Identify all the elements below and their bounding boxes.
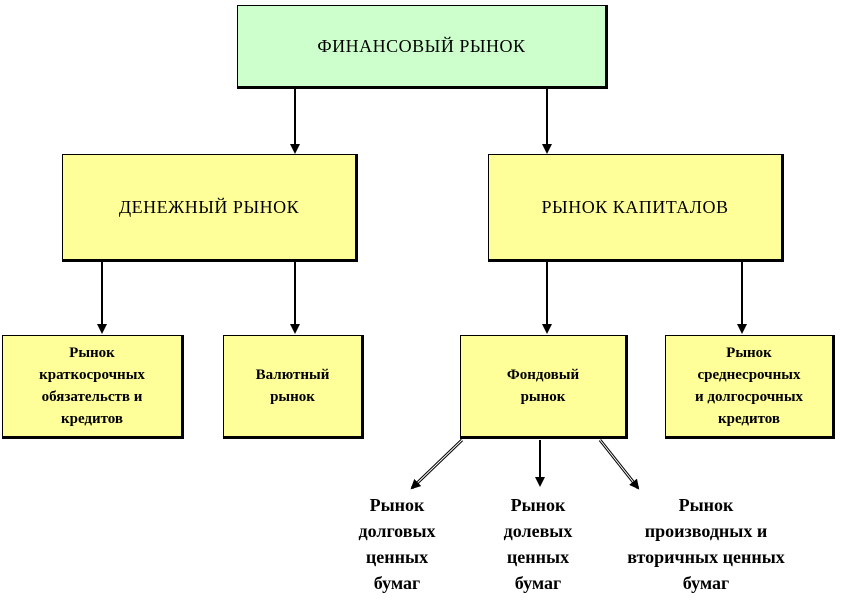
arrow-stock-to-derivatives-inner bbox=[599, 439, 640, 490]
node-capital-market-label: РЫНОК КАПИТАЛОВ bbox=[541, 196, 729, 217]
node-capital-market: РЫНОК КАПИТАЛОВ bbox=[488, 154, 784, 262]
node-stock-market: Фондовый рынок bbox=[460, 335, 628, 439]
node-currency-market-label: Валютный рынок bbox=[255, 367, 330, 405]
node-financial-market: ФИНАНСОВЫЙ РЫНОК bbox=[237, 5, 608, 89]
node-medium-long-market: Рынок среднесрочных и долгосрочных креди… bbox=[665, 335, 835, 439]
node-money-market-label: ДЕНЕЖНЫЙ РЫНОК bbox=[118, 196, 300, 217]
node-stock-market-label: Фондовый рынок bbox=[506, 367, 580, 405]
node-short-term-market: Рынок краткосрочных обязательств и креди… bbox=[2, 335, 184, 439]
node-equity-securities-market: Рынок долевых ценных бумаг bbox=[503, 495, 573, 593]
node-debt-securities-market: Рынок долговых ценных бумаг bbox=[358, 495, 436, 593]
node-money-market: ДЕНЕЖНЫЙ РЫНОК bbox=[62, 154, 358, 262]
node-derivatives-market: Рынок производных и вторичных ценных бум… bbox=[627, 495, 785, 593]
node-medium-long-market-label: Рынок среднесрочных и долгосрочных креди… bbox=[694, 345, 804, 427]
node-short-term-market-label: Рынок краткосрочных обязательств и креди… bbox=[39, 345, 145, 427]
arrow-stock-to-debt-inner bbox=[410, 439, 463, 490]
node-financial-market-label: ФИНАНСОВЫЙ РЫНОК bbox=[317, 35, 526, 56]
node-currency-market: Валютный рынок bbox=[223, 335, 364, 439]
